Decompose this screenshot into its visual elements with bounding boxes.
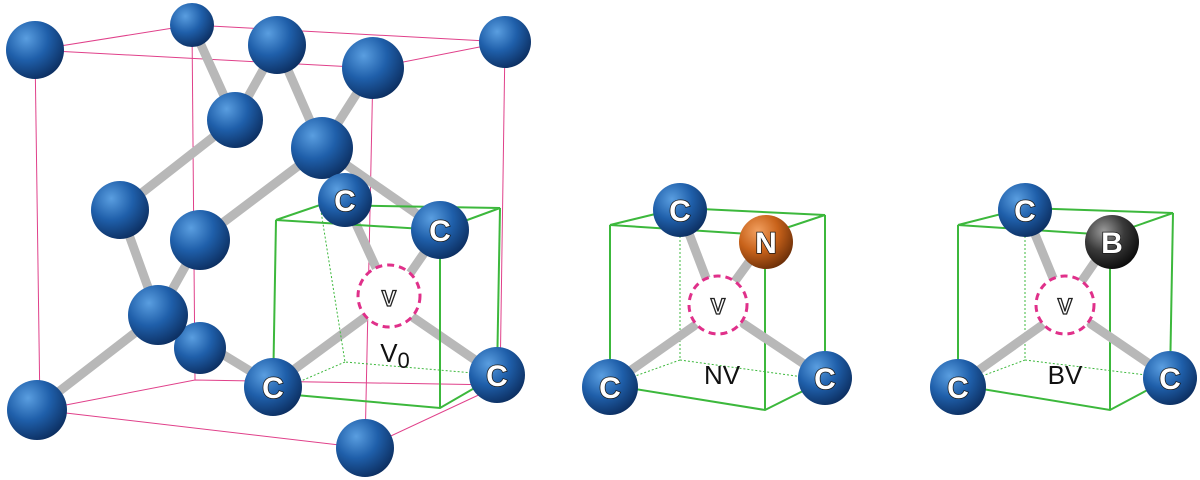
svg-text:C: C [814, 363, 836, 396]
v0-label: V0 [380, 338, 410, 373]
svg-text:C: C [1159, 363, 1181, 396]
svg-text:N: N [755, 227, 777, 260]
panel-v0: C C C C V V0 [6, 3, 531, 477]
svg-text:C: C [947, 372, 969, 405]
boron-atom [1085, 215, 1139, 269]
svg-text:V: V [1058, 294, 1073, 319]
nitrogen-atom [739, 215, 793, 269]
svg-text:B: B [1101, 227, 1123, 260]
svg-text:C: C [1014, 195, 1036, 228]
svg-text:C: C [334, 185, 356, 218]
bv-label: BV [1048, 360, 1083, 390]
svg-text:C: C [599, 372, 621, 405]
svg-text:V: V [382, 286, 397, 311]
svg-text:V: V [711, 294, 726, 319]
labelled-carbon-atoms: C C C C [244, 173, 525, 416]
svg-text:C: C [669, 195, 691, 228]
nv-label: NV [704, 360, 741, 390]
panel-nv: V C N C C NV [582, 183, 852, 415]
svg-text:C: C [262, 372, 284, 405]
carbon-atoms [6, 3, 531, 477]
panel-bv: V C B C C BV [930, 183, 1197, 415]
vacancy-site: V [356, 263, 422, 329]
svg-text:C: C [429, 215, 451, 248]
svg-text:C: C [486, 360, 508, 393]
